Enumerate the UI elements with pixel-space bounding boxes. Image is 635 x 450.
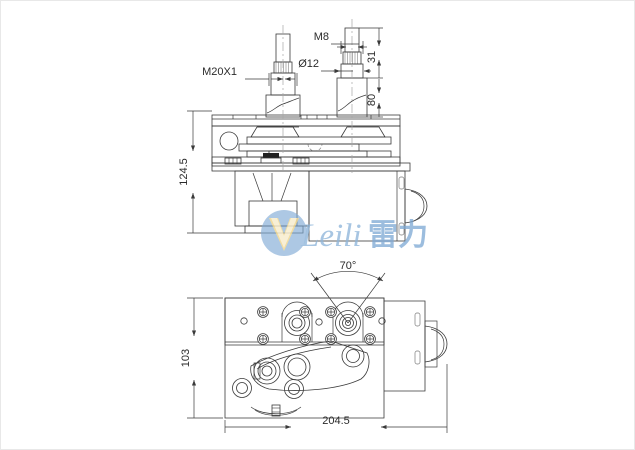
- plan-body-outline: [224, 297, 448, 419]
- watermark-brand-latin: Leili: [300, 218, 362, 254]
- dim-label-m20x1: M20X1: [202, 66, 237, 78]
- motor-barrel: [308, 170, 428, 242]
- plan-view: [224, 297, 448, 419]
- dim-label-angle-70: 70°: [340, 260, 357, 272]
- plan-output-bosses: [284, 310, 361, 336]
- plan-screw-heads: [257, 306, 376, 345]
- dim-angle-70: 70°: [310, 260, 386, 324]
- dim-80: 80: [366, 79, 383, 118]
- plan-pin-holes: [240, 317, 386, 326]
- dim-label-124-5: 124.5: [178, 158, 190, 186]
- v-check-logo-icon: [269, 218, 299, 251]
- brand-watermark: Leili 雷力: [261, 210, 428, 256]
- gearbox-housing: [211, 114, 411, 172]
- dim-103: 103: [180, 297, 223, 419]
- watermark-brand-cjk: 雷力: [368, 218, 428, 253]
- dim-m20x1: M20X1: [202, 66, 298, 86]
- dim-label-m8: M8: [314, 31, 329, 43]
- dim-label-80: 80: [366, 94, 378, 106]
- dim-dia12: Ø12: [298, 58, 371, 74]
- front-elevation-view: [211, 19, 428, 242]
- dim-label-204-5: 204.5: [322, 415, 350, 427]
- plan-view-dimensions: 70° 103 204.5: [180, 260, 448, 433]
- crank-linkage-arm: [250, 340, 370, 391]
- cable-grommet: [250, 404, 302, 417]
- dim-label-103: 103: [180, 349, 192, 367]
- dim-label-dia12: Ø12: [298, 58, 319, 70]
- dim-label-31: 31: [366, 51, 378, 63]
- dim-m8: M8: [314, 31, 367, 54]
- front-view-dimensions: M20X1 M8 Ø12: [178, 27, 383, 234]
- front-view-centerlines: [282, 19, 353, 173]
- dim-124-5: 124.5: [178, 110, 245, 234]
- plan-mounting-eyes: [232, 378, 304, 399]
- dim-31: 31: [359, 27, 383, 79]
- dim-204-5: 204.5: [224, 364, 448, 433]
